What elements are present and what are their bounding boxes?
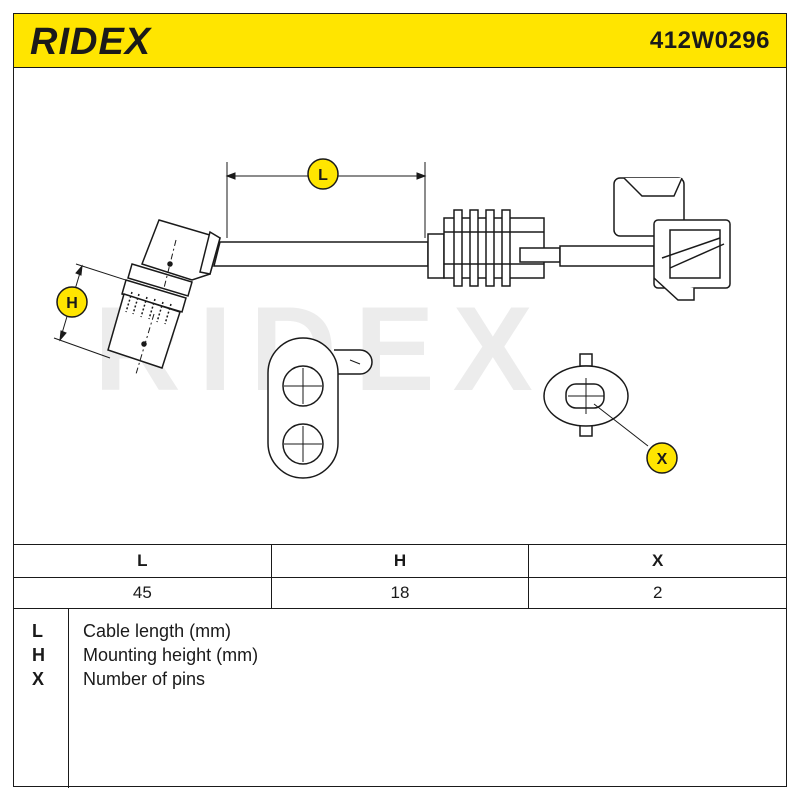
legend-key: L (32, 621, 43, 641)
dimension-value-h: 18 (272, 577, 530, 609)
callout-h (56, 286, 88, 318)
callout-x-label: X (657, 451, 668, 468)
legend: L Cable length (mm) H Mounting height (m… (14, 608, 786, 788)
header-bar: RIDEX 412W0296 (14, 14, 786, 68)
dimensions-value-row: 45 18 2 (14, 577, 786, 609)
end-connector (613, 177, 731, 301)
dimension-value-x: 2 (652, 583, 663, 602)
legend-description: Mounting height (mm) (83, 645, 259, 665)
callout-l-label: L (318, 167, 328, 184)
legend-divider (68, 609, 69, 788)
cable (213, 241, 429, 267)
technical-drawing: RIDEX L H (53, 158, 731, 479)
callout-x (646, 442, 678, 474)
legend-description: Cable length (mm) (83, 621, 232, 641)
dimension-header-h: H (272, 545, 530, 577)
dimension-header-x: X (652, 551, 664, 570)
ridex-logo: RIDEX (30, 21, 153, 62)
legend-key: X (32, 669, 45, 689)
dimension-value-l: 45 (14, 577, 272, 609)
cable-2 (559, 245, 655, 267)
dimensions-header-row: L H X (14, 545, 786, 578)
logo-text: RIDEX (30, 21, 153, 62)
sensor-top-view (267, 337, 373, 479)
datasheet: RIDEX 412W0296 RIDEX L H (13, 13, 787, 788)
callout-l (307, 158, 339, 190)
connector-face (543, 353, 649, 447)
legend-key: H (32, 645, 45, 665)
grommet (427, 209, 561, 287)
sensor-body (107, 219, 221, 375)
callout-h-label: H (66, 295, 78, 312)
dimension-header-l: L (14, 545, 272, 577)
dimensions-table: L H X 45 18 2 (14, 544, 786, 609)
part-number: 412W0296 (649, 27, 770, 54)
legend-description: Number of pins (83, 669, 206, 689)
